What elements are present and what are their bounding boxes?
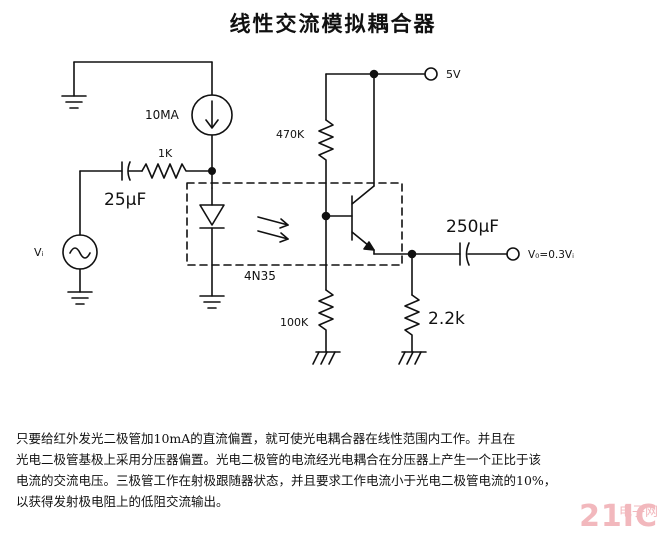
wire-top-left: [73, 61, 213, 96]
caption-line: 以获得发射极电阻上的低阻交流输出。: [16, 494, 229, 509]
label-supply: 5V: [446, 68, 461, 81]
caption-line: 只要给红外发光二极管加10mA的直流偏置，就可使光电耦合器在线性范围内工作。并且…: [16, 431, 516, 446]
label-input-capacitor: 25μF: [104, 190, 146, 210]
junction-dot: [369, 69, 379, 79]
current-source: [191, 94, 233, 189]
label-output: V₀=0.3Vᵢ: [528, 249, 574, 261]
input-capacitor: [79, 161, 143, 181]
page-title: 线性交流模拟耦合器: [229, 12, 437, 36]
label-resistor-100k: 100K: [280, 316, 309, 329]
caption-line: 光电二极管基极上采用分压器偏置。光电二极管的电流经光电耦合在分压器上产生一个正比…: [16, 452, 542, 467]
phototransistor: [325, 185, 461, 255]
circuit-schematic: 10MA 1K 25μF Vᵢ 470K 5V 250μF V₀=0.3Vᵢ 4…: [34, 61, 574, 365]
watermark-logo-text: 21IC: [579, 499, 658, 534]
led-diode: [199, 187, 225, 297]
optocoupler-box: [186, 182, 403, 266]
supply-rail: [325, 67, 438, 187]
ground-symbol-top-left: [61, 61, 87, 109]
label-resistor-2k2: 2.2k: [428, 309, 465, 329]
caption-line: 电流的交流电压。三极管工作在射极跟随器状态，并且要求工作电流小于光电二极管电流的…: [16, 473, 557, 488]
light-arrows: [257, 216, 289, 243]
label-output-capacitor: 250μF: [446, 217, 499, 237]
ground-symbol-source: [67, 291, 93, 305]
ground-symbol-100k: [312, 351, 341, 365]
label-source: Vᵢ: [34, 246, 44, 259]
watermark-logo: 21IC 电子网: [579, 499, 658, 534]
watermark-sub-text: 电子网: [618, 505, 658, 520]
label-resistor-1k: 1K: [158, 147, 173, 160]
ground-symbol-2k2: [398, 351, 427, 365]
label-resistor-470k: 470K: [276, 128, 305, 141]
output-capacitor: [459, 242, 520, 266]
resistor-470k: [318, 119, 334, 291]
caption-text: 只要给红外发光二极管加10mA的直流偏置，就可使光电耦合器在线性范围内工作。并且…: [16, 428, 652, 512]
resistor-2k2: [404, 253, 420, 353]
label-optocoupler: 4N35: [244, 269, 276, 283]
resistor-100k: [318, 289, 334, 353]
label-current-source: 10MA: [145, 108, 180, 122]
ac-voltage-source: [62, 170, 98, 293]
ground-symbol-led: [199, 295, 225, 309]
resistor-1k: [141, 163, 213, 179]
